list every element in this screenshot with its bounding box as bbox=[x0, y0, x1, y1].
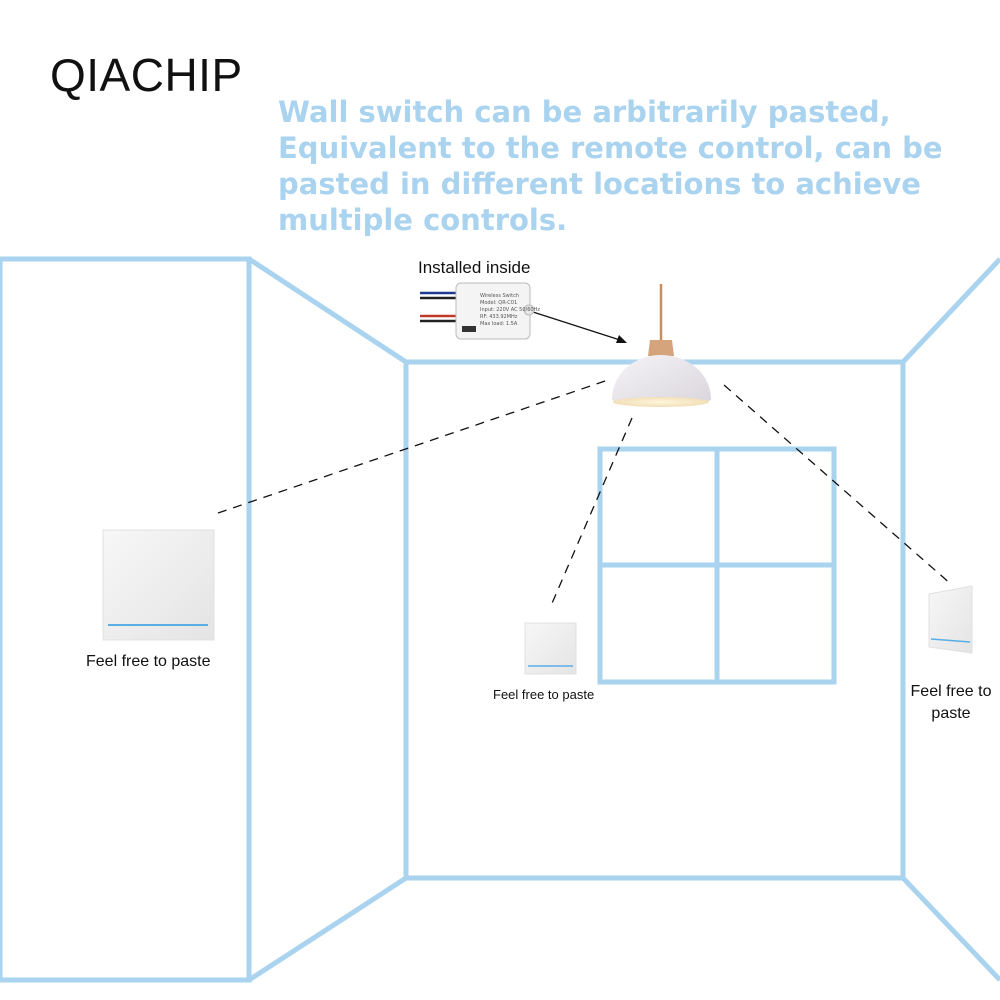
receiver-label-line: Max load: 1.5A bbox=[480, 321, 518, 327]
left-wall-perspective bbox=[247, 256, 409, 983]
switch-indicator bbox=[930, 638, 971, 643]
signal-line-left bbox=[217, 379, 609, 514]
receiver-label-line: Wireless Switch bbox=[480, 293, 519, 299]
wall-switch-left bbox=[102, 529, 215, 641]
brand-name: QIACHIP bbox=[50, 49, 243, 101]
pendant-lamp-icon bbox=[612, 284, 711, 407]
signal-lines bbox=[217, 379, 953, 609]
caption-installed-inside: Installed inside bbox=[418, 258, 531, 277]
right-wall-perspective bbox=[900, 257, 1000, 982]
wall-switch-right bbox=[928, 585, 973, 654]
receiver-label-line: Input: 220V AC 50/60Hz bbox=[480, 307, 540, 313]
caption-switch-right: Feel free to paste bbox=[910, 683, 992, 722]
left-wall-panel bbox=[0, 256, 252, 983]
signal-line-center bbox=[549, 417, 633, 609]
room-outline bbox=[0, 256, 1000, 983]
back-wall bbox=[403, 359, 906, 881]
caption-switch-center: Feel free to paste bbox=[493, 687, 595, 702]
headline-text: Wall switch can be arbitrarily pasted, E… bbox=[278, 95, 943, 237]
receiver-label-line: RF: 433.92MHz bbox=[480, 314, 518, 320]
receiver-label-line: Model: QR-C01 bbox=[480, 300, 517, 306]
caption-switch-left: Feel free to paste bbox=[86, 653, 211, 670]
signal-line-right bbox=[723, 384, 953, 586]
receiver-arrow bbox=[532, 311, 627, 343]
wall-switch-center bbox=[524, 622, 577, 675]
